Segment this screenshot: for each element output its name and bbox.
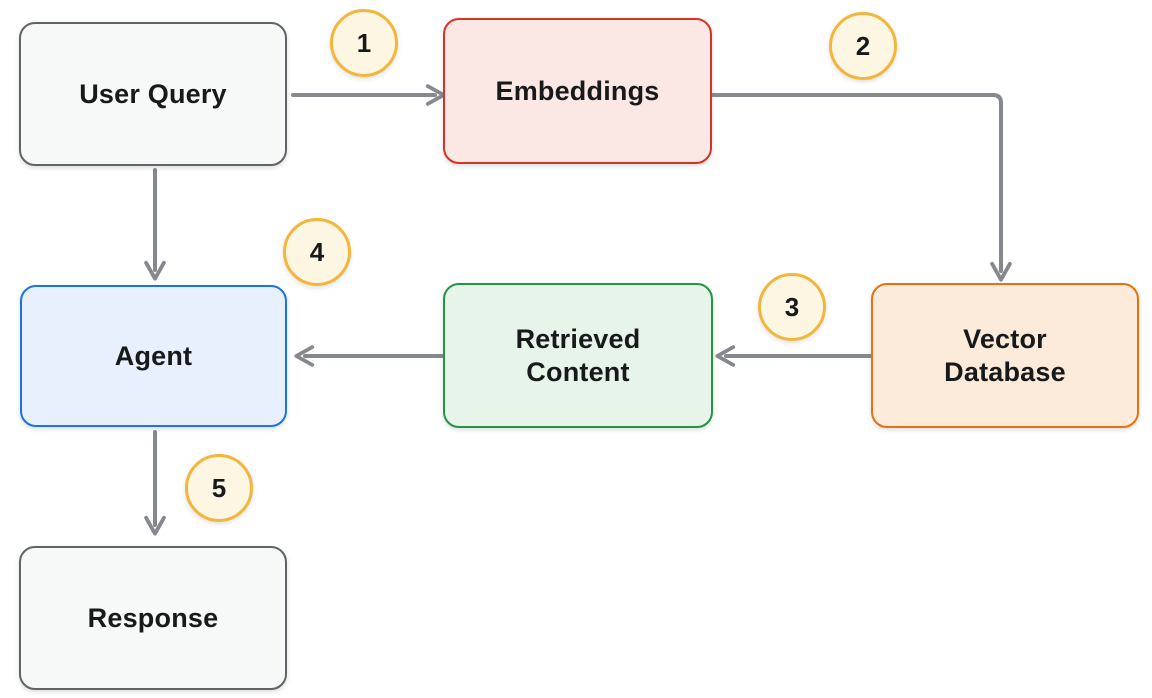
node-vector-database-label: Vector Database [944,323,1066,387]
step-badge-2: 2 [829,12,897,80]
node-user-query: User Query [19,22,287,166]
step-badge-3: 3 [758,273,826,341]
arrow-embeddings-to-vector-database [711,93,1012,282]
node-agent: Agent [20,285,287,427]
step-badge-4-number: 4 [309,236,325,267]
step-badge-5: 5 [185,454,253,522]
step-badge-1-number: 1 [356,27,372,58]
node-vector-database: Vector Database [871,283,1139,428]
node-user-query-label: User Query [79,78,227,109]
node-embeddings-label: Embeddings [495,75,660,106]
node-response: Response [19,546,287,690]
step-badge-2-number: 2 [855,30,871,61]
step-badge-4: 4 [283,218,351,286]
step-badge-3-number: 3 [784,291,800,322]
node-response-label: Response [87,602,219,633]
node-agent-label: Agent [114,340,193,371]
node-retrieved-content-label: Retrieved Content [515,323,641,387]
node-embeddings: Embeddings [443,18,712,164]
step-badge-1: 1 [330,9,398,77]
step-badge-5-number: 5 [211,472,227,503]
node-retrieved-content: Retrieved Content [443,283,713,428]
